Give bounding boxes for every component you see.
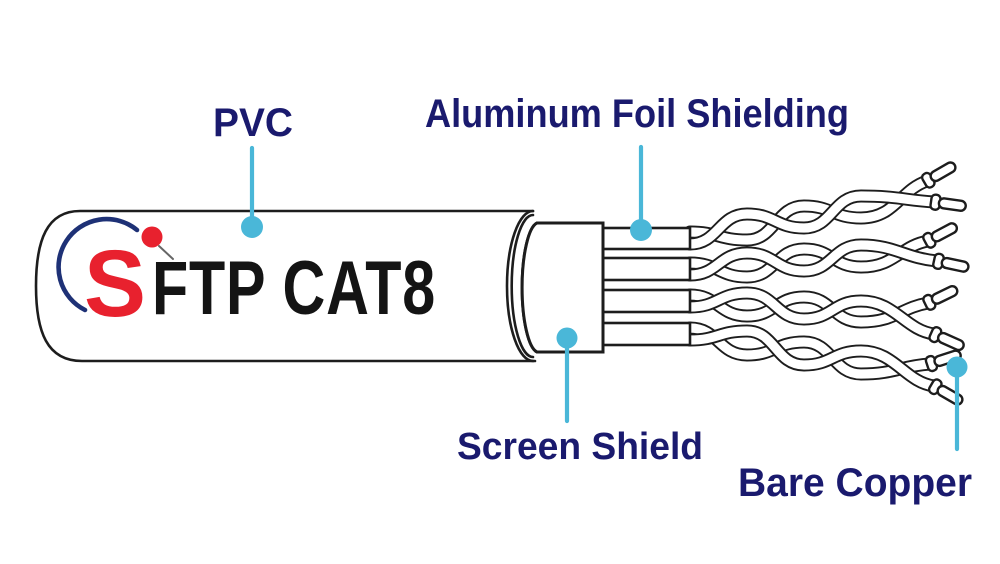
callout-pvc-leader — [241, 145, 263, 238]
bare-copper-tip — [922, 284, 959, 311]
wire-core — [685, 176, 932, 245]
logo-dot-tail — [158, 245, 174, 260]
leader-dot — [946, 356, 968, 378]
bare-copper-tip — [927, 378, 964, 406]
braid-shield — [520, 221, 605, 354]
jacket-mouth-inner-arc — [510, 213, 535, 359]
bare-copper-tip — [932, 252, 970, 273]
foil-band-2 — [601, 256, 692, 282]
leader-dot — [241, 216, 263, 238]
wire-core — [685, 240, 942, 280]
twisted-pair-4 — [683, 321, 964, 406]
braid-edge — [520, 221, 605, 354]
logo: S FTP CAT8 — [56, 216, 436, 337]
jacket-outline — [34, 209, 537, 363]
wire-core — [685, 236, 933, 282]
foil-band-3 — [601, 288, 692, 314]
twisted-pair-3 — [683, 284, 965, 352]
logo-orbit-arc-icon — [56, 216, 140, 313]
wire-core — [685, 323, 935, 379]
label-pvc: PVC — [213, 101, 293, 145]
wire-core — [685, 326, 939, 391]
jacket-mouth-outer-arc — [505, 209, 535, 363]
logo-text: FTP CAT8 — [152, 246, 436, 331]
wire-core — [685, 290, 933, 327]
callout-bare-copper-leader — [946, 356, 968, 452]
wire-core — [685, 191, 939, 249]
logo-initial: S — [84, 231, 146, 337]
bare-copper-tip — [929, 193, 967, 212]
foil-shield-bands — [601, 226, 692, 347]
foil-band-4 — [601, 321, 692, 347]
twisted-pair-2 — [683, 222, 970, 284]
callout-foil-leader — [630, 144, 652, 241]
label-screen-shield: Screen Shield — [457, 426, 703, 468]
bare-copper-tip — [928, 326, 965, 352]
label-bare-copper: Bare Copper — [738, 461, 972, 505]
bare-copper-tip — [922, 222, 959, 249]
bare-copper-tip — [920, 161, 957, 189]
twisted-pair-1 — [683, 161, 967, 251]
wire-core — [685, 288, 939, 339]
label-aluminum-foil-shielding: Aluminum Foil Shielding — [425, 92, 849, 136]
pvc-jacket — [34, 209, 537, 363]
leader-dot — [630, 219, 652, 241]
logo-red-dot-icon — [141, 226, 163, 248]
leader-dot — [556, 327, 578, 349]
callout-screen-shield-leader — [556, 327, 578, 424]
